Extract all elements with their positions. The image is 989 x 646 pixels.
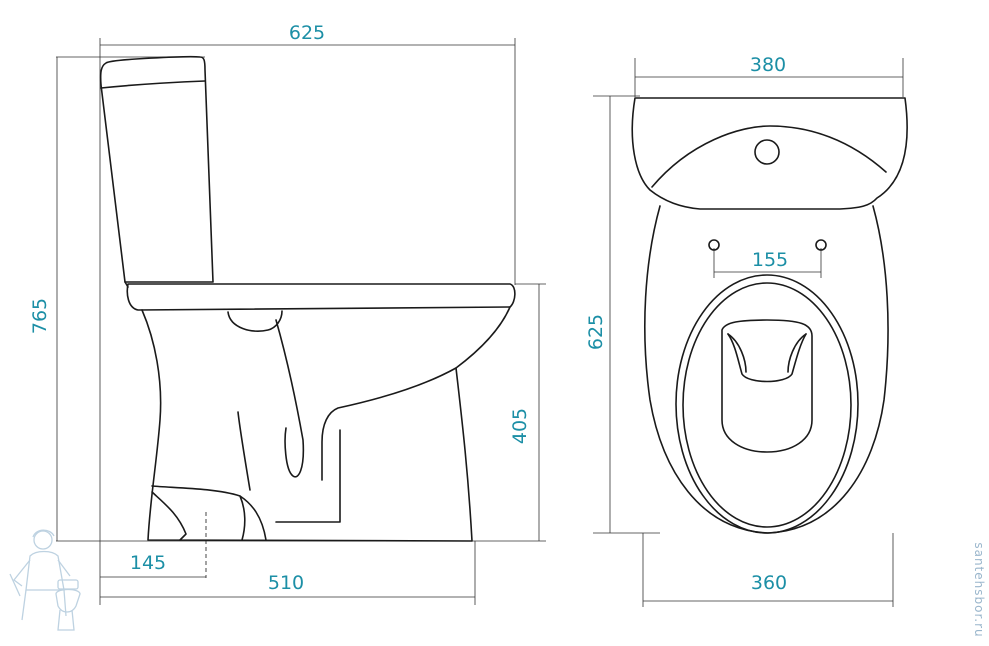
trap-inner-line	[237, 411, 251, 491]
seat-hinge-hole-right	[815, 239, 827, 251]
seat-ring-outer	[675, 274, 859, 534]
dim-label-tank-width: 380	[750, 54, 786, 76]
plumber-mascot-icon	[9, 529, 81, 631]
trap-channel	[275, 319, 305, 478]
dim-label-base-width: 360	[751, 572, 787, 594]
bowl-inner-contour	[321, 367, 457, 481]
seat-hinge-hole-left	[708, 239, 720, 251]
cistern-outline	[99, 56, 214, 283]
water-trap-lip	[727, 333, 807, 373]
bowl-opening	[721, 319, 813, 453]
dim-label-outlet-offset: 145	[130, 552, 166, 574]
dimension-labels: 625 765 405 145 510 380 625 155 360	[29, 22, 788, 594]
cistern-lid-line	[100, 80, 206, 89]
tank-lid-curve	[651, 125, 887, 188]
dim-label-base-depth: 510	[268, 572, 304, 594]
bowl-outline	[141, 306, 511, 542]
water-trap-inner	[727, 333, 807, 383]
dim-label-total-length: 625	[585, 314, 607, 350]
inner-trap-curve	[227, 310, 283, 332]
tank-top-outline	[631, 97, 908, 210]
dim-label-seat-hole-spacing: 155	[752, 249, 788, 271]
watermark-text: santehsbor.ru	[972, 542, 986, 637]
dim-label-total-height: 765	[29, 298, 51, 334]
side-view	[56, 38, 546, 605]
trap-right-line	[275, 429, 341, 523]
seat-ring-inner	[682, 282, 852, 528]
seat-outline	[126, 283, 516, 311]
flush-button-icon	[754, 139, 780, 165]
outlet-horn	[151, 485, 267, 541]
dim-label-total-depth: 625	[289, 22, 325, 44]
dim-label-seat-height: 405	[509, 408, 531, 444]
top-view	[593, 58, 908, 607]
